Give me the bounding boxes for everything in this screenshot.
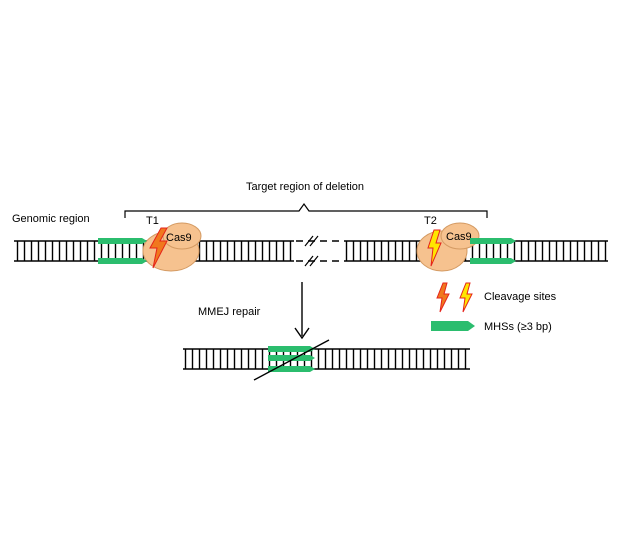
target-region-bracket (124, 202, 488, 218)
lightning-bolt-icon (436, 282, 450, 313)
genomic-region-label: Genomic region (12, 213, 90, 225)
dna-repaired (183, 348, 470, 370)
legend-mhs: MHSs (≥3 bp) (431, 321, 552, 333)
legend-cleavage-label: Cleavage sites (484, 291, 557, 303)
cas9-left-label: Cas9 (166, 232, 192, 244)
t2-label: T2 (424, 215, 437, 227)
dna-break-dashes (296, 235, 342, 267)
cas9-right-label: Cas9 (446, 231, 472, 243)
mhs-repaired-pair (268, 346, 315, 372)
mhs-right-pair (470, 238, 516, 264)
legend-cleavage: Cleavage sites (436, 282, 557, 313)
lightning-bolt-icon (427, 229, 442, 267)
mmej-repair-label: MMEJ repair (198, 306, 261, 318)
target-region-label: Target region of deletion (246, 181, 364, 193)
mhs-arrow-icon (431, 321, 475, 331)
legend-mhs-label: MHSs (≥3 bp) (484, 321, 552, 333)
lightning-bolt-icon (149, 227, 168, 269)
lightning-bolt-icon (459, 282, 473, 313)
junction-line (253, 339, 330, 381)
arrow-down-icon (294, 282, 310, 340)
t1-label: T1 (146, 215, 159, 227)
cas9-right-head (440, 222, 480, 250)
mhs-left-pair (98, 238, 147, 264)
